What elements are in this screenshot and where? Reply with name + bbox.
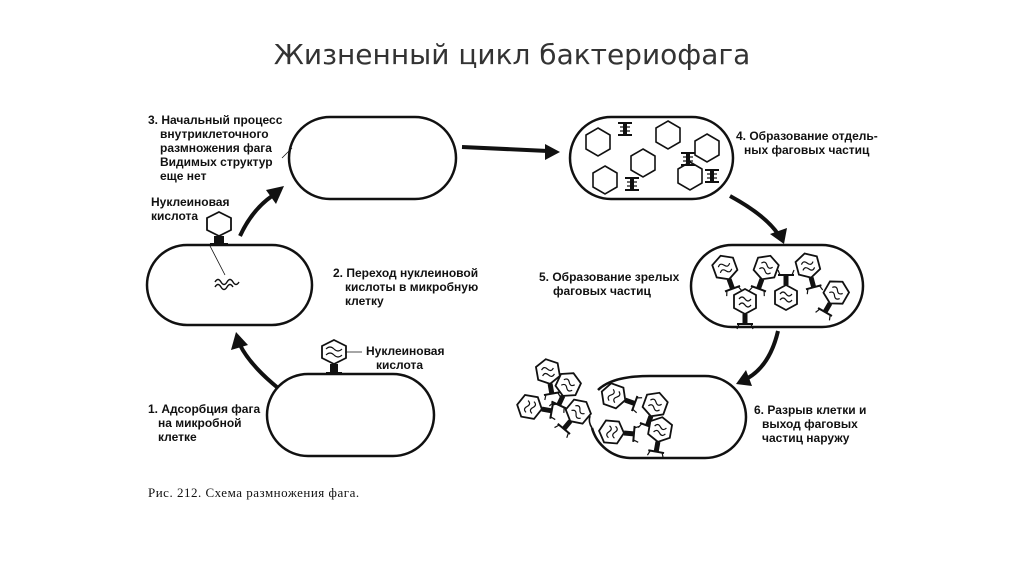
cell-stage-3 (287, 115, 458, 201)
cycle-arrows (231, 144, 787, 390)
nucleic-acid-label-top: Нуклеиновая кислота (151, 195, 230, 223)
nucleic-acid-label-bottom: Нуклеиновая кислота (366, 344, 445, 372)
step-2-label: 2. Переход нуклеиновой кислоты в микробн… (333, 266, 479, 308)
step-1-label: 1. Адсорбция фага на микробной клетке (148, 402, 261, 444)
cell-stage-2 (145, 210, 314, 327)
cell-stage-6 (514, 356, 748, 460)
cell-stage-4 (568, 115, 735, 201)
step-3-label: 3. Начальный процесс внутриклеточного ра… (148, 113, 283, 183)
figure-caption: Рис. 212. Схема размножения фага. (148, 485, 360, 500)
pointer-line-stage-3 (281, 147, 293, 159)
cell-stage-1 (265, 338, 436, 458)
page-title: Жизненный цикл бактериофага (273, 38, 751, 71)
cell-stage-5 (689, 243, 865, 330)
step-5-label: 5. Образование зрелых фаговых частиц (539, 270, 680, 298)
step-6-label: 6. Разрыв клетки и выход фаговых частиц … (754, 403, 867, 445)
step-4-label: 4. Образование отдель- ных фаговых части… (736, 129, 878, 157)
